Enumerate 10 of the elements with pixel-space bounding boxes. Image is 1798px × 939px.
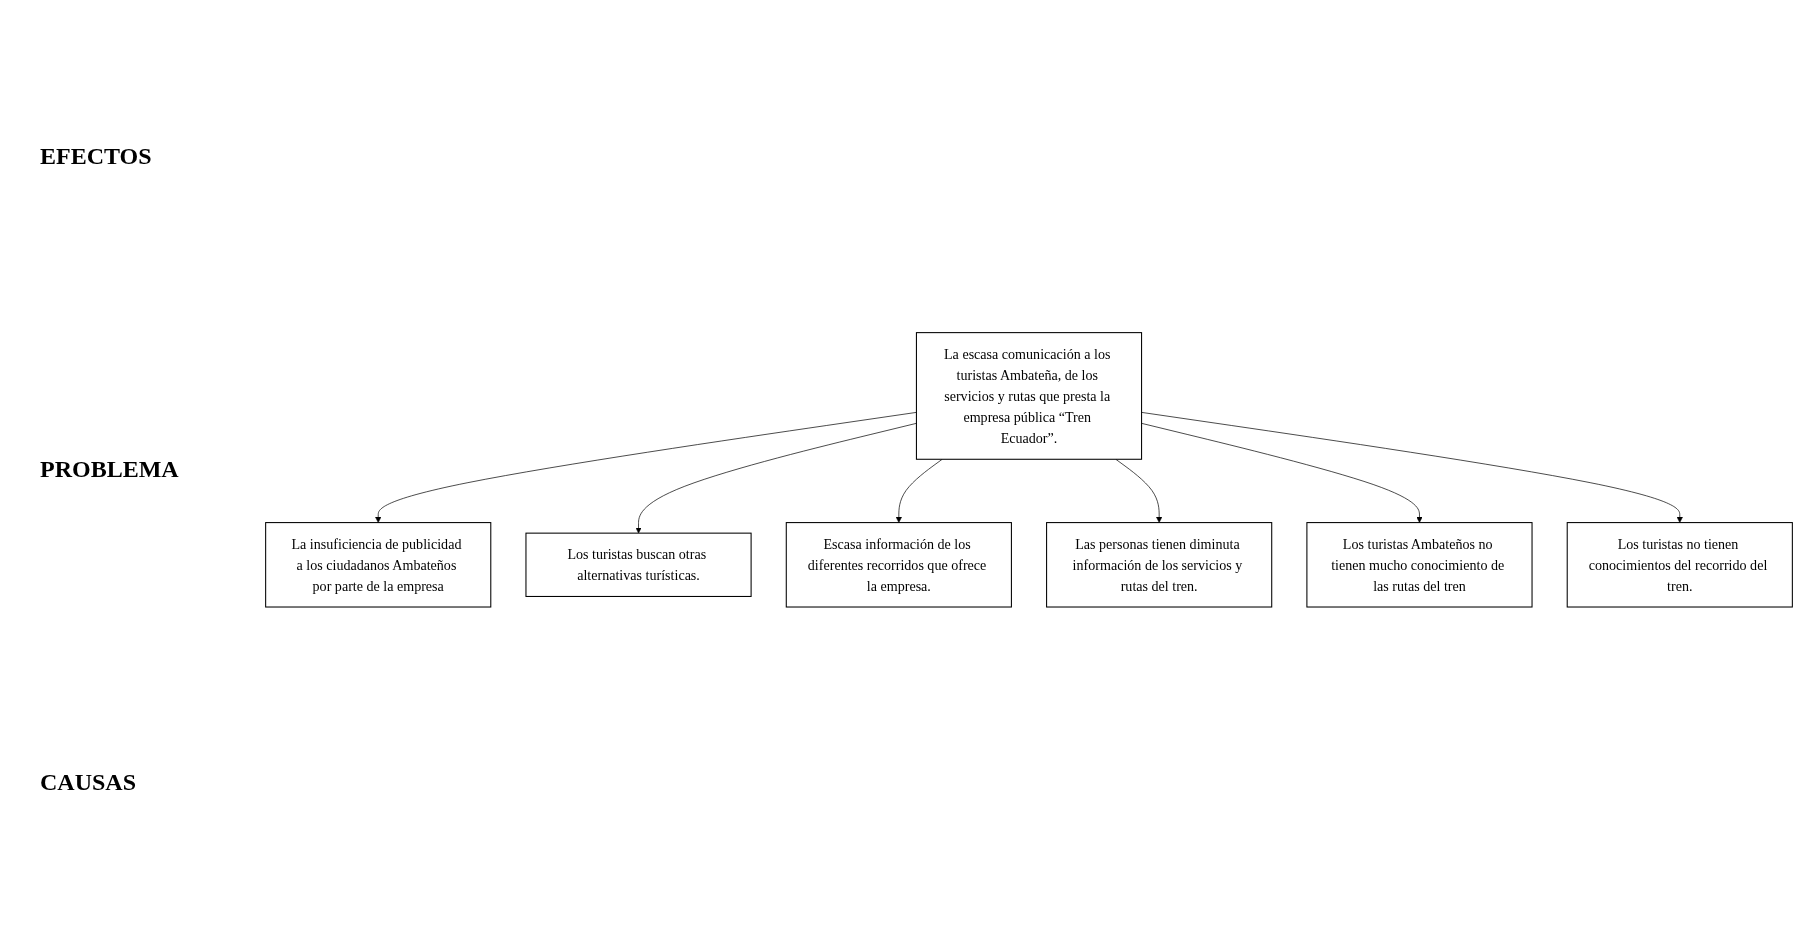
row-heading: EFECTOS	[40, 143, 153, 170]
node-box: La insuficiencia de publicidad a los ciudadanos Ambateños por parte de la empresa	[265, 521, 492, 608]
node-box: Los turistas buscan otras alternativas turísticas.	[525, 532, 752, 597]
node-box: La escasa comunicación a los turistas Ambateña, de los servicios y rutas que presta la empresa pública “Tren Ecuador”.	[915, 331, 1143, 460]
node-box: Las personas tienen diminuta información de los servicios y rutas del tren.	[1046, 521, 1273, 608]
row-heading: PROBLEMA	[40, 456, 180, 483]
node-box: Escasa información de los diferentes recorridos que ofrece la empresa.	[785, 521, 1012, 608]
row-heading: CAUSAS	[40, 769, 138, 796]
node-box: Los turistas no tienen conocimientos del recorrido del tren.	[1566, 521, 1793, 608]
node-box: Los turistas Ambateños no tienen mucho conocimiento de las rutas del tren	[1306, 521, 1533, 608]
